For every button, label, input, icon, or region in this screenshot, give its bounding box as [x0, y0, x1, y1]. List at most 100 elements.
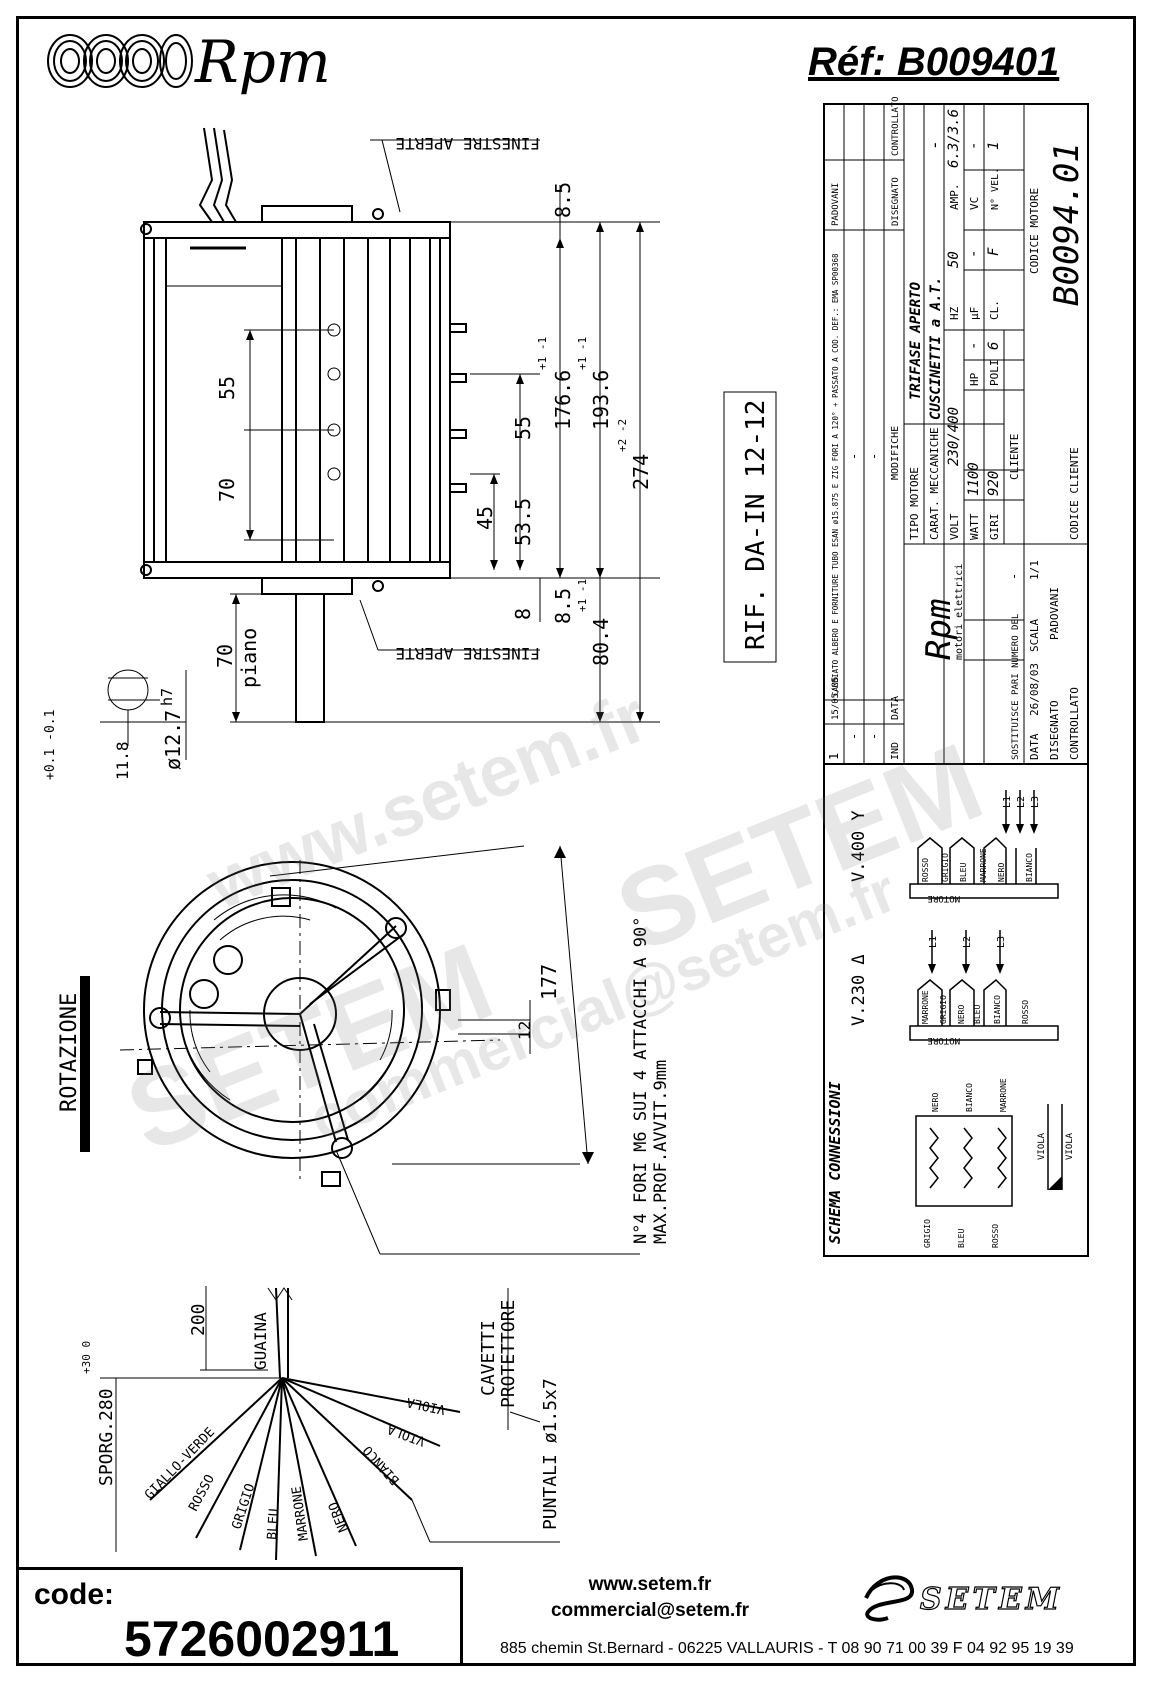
y-term-4: MARRONE — [979, 848, 988, 882]
codice-cliente-label: CODICE CLIENTE — [1068, 447, 1081, 540]
tol-176-6: +1 -1 — [536, 337, 549, 370]
connections-title: SCHEMA CONNESSIONI — [826, 1081, 844, 1244]
dim-55-right: 55 — [511, 416, 535, 440]
dim-11-8: 11.8 — [113, 741, 132, 780]
codice-motore-label: CODICE MOTORE — [1028, 188, 1041, 274]
data-value: 26/08/03 — [1028, 663, 1041, 716]
vc-label: VC — [968, 197, 981, 210]
l1-y: L1 — [1002, 796, 1013, 808]
d-term-1: MARRONE — [921, 990, 930, 1024]
disegnato-label: DISEGNATO — [1048, 700, 1061, 760]
code-value: 5726002911 — [124, 1611, 400, 1667]
sporg-tol: +30 0 — [80, 1341, 93, 1374]
poli-value: 6 — [986, 342, 1002, 350]
viola-2: VIOLA — [1065, 1132, 1075, 1160]
tol-80-4: +1 -1 — [576, 579, 589, 612]
data-label: DATA — [1028, 733, 1041, 760]
hz-label: HZ — [948, 306, 961, 320]
rev-mod-2: - — [847, 453, 861, 460]
tipo-motore-value: TRIFASE APERTO — [908, 282, 924, 400]
codice-motore-value: B0094.01 — [1047, 142, 1087, 306]
dim-53-5: 53.5 — [511, 498, 535, 546]
dim-200: 200 — [188, 1303, 209, 1336]
rev-mod-1: CAMBIATO ALBERO E FORNITURE TUBO ESAN ø1… — [831, 253, 840, 696]
poli-label: POLI — [988, 360, 1001, 387]
v400-label: V.400 Y — [849, 810, 869, 882]
rev-header-data: DATA — [890, 696, 901, 720]
drawing-sheet — [16, 16, 1136, 1666]
hp-value: - — [966, 342, 982, 350]
watt-value: 1100 — [966, 462, 982, 496]
code-label: code: — [34, 1578, 115, 1611]
amp-value: 6.3/3.6 — [946, 109, 962, 168]
l3-y: L3 — [1030, 796, 1041, 808]
rev-header-disegnato: DISEGNATO — [891, 177, 901, 226]
y-term-1: ROSSO — [921, 858, 930, 882]
website-link[interactable]: www.setem.fr — [588, 1574, 712, 1595]
title-block-rpm-sub: motori elettrici — [954, 564, 965, 660]
rif-label: RIF. DA-IN 12-12 — [741, 400, 771, 650]
winding-top-3: MARRONE — [999, 1078, 1008, 1112]
cl-label: CL. — [988, 300, 1001, 320]
tol-193-6: +1 -1 — [576, 337, 589, 370]
winding-bottom-1: GRIGIO — [923, 1219, 932, 1248]
sostituisce-value: - — [1007, 573, 1021, 580]
dash-value: - — [925, 140, 944, 150]
y-term-3: BLEU — [959, 863, 968, 882]
holes-note-2: MAX.PROF.AVVIT.9mm — [651, 1060, 671, 1244]
setem-logo: SETEM — [919, 1581, 1063, 1617]
piano-label: piano — [237, 628, 261, 688]
address-line: 885 chemin St.Bernard - 06225 VALLAURIS … — [500, 1640, 1074, 1657]
wire-label-bleu: BLEU — [265, 1508, 282, 1540]
rev-ind-1: 1 — [827, 753, 841, 760]
rev-dis-1: PADOVANI — [831, 183, 841, 226]
email-link[interactable]: commercial@setem.fr — [550, 1600, 750, 1621]
dim-70-shaft: 70 — [213, 644, 237, 668]
tol-11-8: +0.1 -0.1 — [43, 710, 58, 780]
hz-value: 50 — [946, 251, 962, 268]
sostituisce-label: SOSTITUISCE PARI NUMERO DEL — [1011, 614, 1021, 760]
dim-45: 45 — [473, 506, 497, 530]
winding-top-2: BIANCO — [965, 1083, 974, 1112]
dim-176-6: 176.6 — [551, 370, 575, 430]
l2-d: L2 — [962, 936, 973, 948]
holes-note-1: N°4 FORI M6 SUI 4 ATTACCHI A 90° — [631, 916, 651, 1244]
rev-ind-3: - — [867, 733, 881, 740]
d-term-3: NERO — [957, 1005, 966, 1024]
l3-d: L3 — [996, 936, 1007, 948]
motore-label-y: MOTORE — [927, 893, 960, 903]
finestre-label-top: FINESTRE APERTE — [396, 134, 541, 153]
cliente-label: CLIENTE — [1008, 434, 1021, 480]
viola-1: VIOLA — [1037, 1132, 1047, 1160]
watt-label: WATT — [968, 513, 981, 540]
winding-bottom-2: BLEU — [957, 1229, 966, 1248]
rev-header-modifiche: MODIFICHE — [890, 426, 901, 480]
rpm-coil-logo — [47, 34, 193, 88]
giri-label: GIRI — [988, 514, 1001, 541]
carat-label: CARAT. MECCANICHE — [928, 427, 941, 540]
sporg-label: SPORG.280 — [96, 1388, 117, 1486]
winding-bottom-3: ROSSO — [991, 1224, 1000, 1248]
disegnato-value: PADOVANI — [1048, 587, 1061, 640]
rotazione-label: ROTAZIONE — [57, 993, 82, 1112]
brand-name: Rpm — [195, 28, 331, 96]
giri-value: 920 — [986, 471, 1002, 496]
dim-12: 12 — [515, 1021, 534, 1040]
dim-12-7: ø12.7 — [161, 710, 185, 770]
nvel-value: 1 — [986, 142, 1002, 150]
setem-swirl-icon — [864, 1575, 914, 1622]
y-term-2: GRIGIO — [941, 853, 950, 882]
rev-date-1: 15/05/05 — [831, 677, 841, 720]
l2-y: L2 — [1016, 796, 1027, 808]
hp-label: HP — [968, 372, 981, 386]
uf-value: - — [966, 250, 982, 258]
protettore-label: PROTETTORE — [498, 1300, 519, 1408]
controllato-label: CONTROLLATO — [1068, 687, 1081, 760]
y-term-5: NERO — [997, 863, 1006, 882]
v230-label: V.230 Δ — [849, 954, 869, 1026]
scala-value: 1/1 — [1028, 560, 1041, 580]
dim-55-left: 55 — [215, 376, 239, 400]
puntali-label: PUNTALI ø1.5x7 — [540, 1378, 561, 1530]
d-term-6: ROSSO — [1021, 1000, 1030, 1024]
dim-h7: h7 — [158, 688, 176, 706]
